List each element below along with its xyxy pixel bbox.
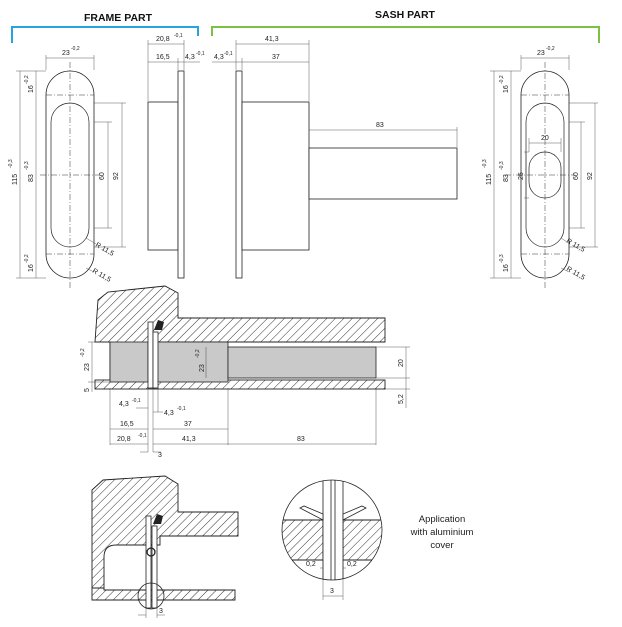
svg-text:-0,1: -0,1 xyxy=(177,406,186,412)
bottom-3-dim: 3 xyxy=(159,608,163,615)
aluminium-cover-section: 3 xyxy=(91,475,239,618)
sash-side-total-dim: 41,3 xyxy=(265,36,279,43)
section-52-dim: 5,2 xyxy=(398,394,405,404)
sash-slot60-dim: 60 xyxy=(573,172,580,180)
sash-part-bracket xyxy=(211,26,600,43)
frame-side-body-dim: 16,5 xyxy=(156,54,170,61)
frame-slot60-dim: 60 xyxy=(99,172,106,180)
svg-text:-0,3: -0,3 xyxy=(499,161,505,170)
sash-top-dim: 16 xyxy=(503,85,510,93)
section-3-dim: 3 xyxy=(158,452,162,459)
section-43-right-dim: 4,3 xyxy=(164,410,174,417)
section-5-dim: 5 xyxy=(84,388,91,392)
frame-side-plate-dim: 4,3 xyxy=(185,54,195,61)
sash-slot92-dim: 92 xyxy=(587,172,594,180)
svg-text:-0,3: -0,3 xyxy=(482,159,488,168)
frame-mid-dim: 83 xyxy=(28,174,35,182)
detail-gap-left-dim: 0,2 xyxy=(306,561,316,568)
installed-section-view: 23 -0,2 5 23 -0,2 20 5,2 4,3 -0,1 4,3 -0… xyxy=(80,285,410,459)
detail-gap-total-dim: 3 xyxy=(330,588,334,595)
frame-bottom-dim: 16 xyxy=(28,264,35,272)
sash-slot-height-dim: 25 xyxy=(518,172,525,180)
sash-side-pin-dim: 83 xyxy=(376,122,384,129)
svg-text:-0,2: -0,2 xyxy=(195,349,201,358)
frame-part-bracket xyxy=(11,26,199,43)
frame-side-total-dim: 20,8 xyxy=(156,36,170,43)
section-413-dim: 41,3 xyxy=(182,436,196,443)
frame-side-view: 20,8 -0,1 16,5 4,3 -0,1 xyxy=(147,33,205,279)
sash-bottom-dim: 16 xyxy=(503,264,510,272)
frame-radius-1: R 11,5 xyxy=(94,242,115,258)
section-208-dim: 20,8 xyxy=(117,436,131,443)
svg-text:-0,2: -0,2 xyxy=(24,254,30,263)
frame-radius-2: R 11,5 xyxy=(91,268,112,284)
svg-text:-0,3: -0,3 xyxy=(24,161,30,170)
sash-side-plate-dim: 4,3 xyxy=(214,54,224,61)
svg-text:-0,1: -0,1 xyxy=(224,51,233,57)
frame-part-header: FRAME PART xyxy=(84,12,153,24)
svg-text:-0,2: -0,2 xyxy=(499,75,505,84)
section-37-dim: 37 xyxy=(184,421,192,428)
application-note-line-3: cover xyxy=(430,540,453,551)
section-165-dim: 16,5 xyxy=(120,421,134,428)
sash-part-header: SASH PART xyxy=(375,9,435,21)
section-depth-left-dim: 23 xyxy=(84,363,91,371)
sash-total-height-dim: 115 xyxy=(486,174,493,185)
svg-text:-0,3: -0,3 xyxy=(499,254,505,263)
svg-text:-0,2: -0,2 xyxy=(24,75,30,84)
svg-text:-0,1: -0,1 xyxy=(174,33,183,39)
application-note-line-1: Application xyxy=(419,514,465,525)
frame-face-view: 23 -0,2 115 -0,3 16 -0,2 83 -0,3 16 -0,2… xyxy=(8,46,126,288)
svg-text:-0,2: -0,2 xyxy=(80,348,86,357)
section-20-dim: 20 xyxy=(398,359,405,367)
svg-text:-0,1: -0,1 xyxy=(196,51,205,57)
sash-mid-dim: 83 xyxy=(503,174,510,182)
section-depth-mid-dim: 23 xyxy=(199,364,206,372)
sash-radius-2: R 11,5 xyxy=(565,266,586,282)
svg-text:-0,2: -0,2 xyxy=(71,46,80,52)
sash-width-dim: 23 xyxy=(537,50,545,57)
sash-face-view: 23 -0,2 20 115 -0,3 16 -0,2 83 -0,3 16 -… xyxy=(482,46,598,288)
sash-side-view: 4,3 -0,1 41,3 37 83 xyxy=(212,36,458,279)
svg-text:-0,1: -0,1 xyxy=(138,433,147,439)
section-83-dim: 83 xyxy=(297,436,305,443)
frame-top-dim: 16 xyxy=(28,85,35,93)
section-43-left-dim: 4,3 xyxy=(119,401,129,408)
application-note-line-2: with aluminium xyxy=(410,527,474,538)
frame-width-dim: 23 xyxy=(62,50,70,57)
svg-text:-0,1: -0,1 xyxy=(132,398,141,404)
frame-slot92-dim: 92 xyxy=(113,172,120,180)
svg-text:-0,3: -0,3 xyxy=(8,159,14,168)
frame-total-height-dim: 115 xyxy=(12,174,19,185)
sash-side-body-dim: 37 xyxy=(272,54,280,61)
svg-text:-0,2: -0,2 xyxy=(546,46,555,52)
detail-gap-right-dim: 0,2 xyxy=(347,561,357,568)
sash-slot-width-dim: 20 xyxy=(541,135,549,142)
detail-circle: 0,2 0,2 3 xyxy=(281,479,383,600)
